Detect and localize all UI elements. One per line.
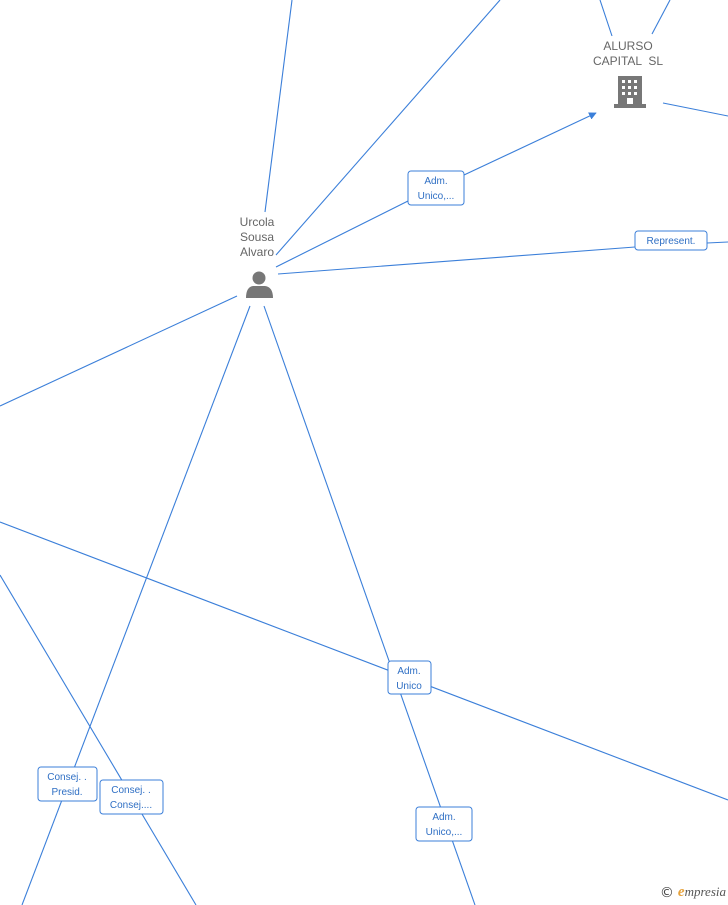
edge-label-text: Presid. xyxy=(51,787,82,798)
person-node[interactable]: Urcola Sousa Alvaro xyxy=(240,215,275,298)
edge-label-consej-presid[interactable]: Consej. . Presid. xyxy=(37,766,98,802)
edge-label-text: Represent. xyxy=(647,236,696,247)
brand-logo-initial: e xyxy=(677,884,685,900)
edge-line xyxy=(264,0,293,213)
edge-label-consej-consej[interactable]: Consej. . Consej.... xyxy=(99,779,164,815)
edge-line xyxy=(706,241,728,244)
edge-label-text: Adm. xyxy=(424,176,447,187)
edge-line-arrow xyxy=(463,112,597,176)
edge-label-text: Consej. . xyxy=(111,785,150,796)
person-icon xyxy=(246,271,273,298)
edge-label-text: Adm. xyxy=(432,812,455,823)
edge-line xyxy=(651,0,671,35)
edge-label-text: Consej. . xyxy=(47,772,86,783)
edge-label-text: Adm. xyxy=(397,666,420,677)
node-label-line: CAPITAL SL xyxy=(593,54,663,68)
edge-line xyxy=(263,305,476,905)
edge-line xyxy=(275,0,501,256)
edge-line xyxy=(0,295,238,407)
edge-line xyxy=(0,574,197,905)
edge-line xyxy=(0,521,728,801)
node-label-line: Sousa xyxy=(240,230,274,244)
edge-label-text: Unico,... xyxy=(418,191,455,202)
node-label-line: Urcola xyxy=(240,215,275,229)
edge-line xyxy=(21,305,251,905)
edge-line xyxy=(599,0,613,37)
edge-line xyxy=(275,200,409,268)
edge-label-represent[interactable]: Represent. xyxy=(634,230,708,251)
brand-logo-text: mpresia xyxy=(684,884,726,899)
edge-label-adm-unico-3[interactable]: Adm. Unico,... xyxy=(415,806,473,842)
node-label-line: ALURSO xyxy=(603,39,652,53)
edge-label-text: Unico xyxy=(396,681,422,692)
edge-label-text: Unico,... xyxy=(426,827,463,838)
edge-label-adm-unico-1[interactable]: Adm. Unico,... xyxy=(407,170,465,206)
edge-label-adm-unico-2[interactable]: Adm. Unico xyxy=(387,660,432,695)
building-icon xyxy=(614,76,646,108)
edge-line xyxy=(662,102,728,117)
node-label-line: Alvaro xyxy=(240,245,274,259)
brand-watermark: © empresia xyxy=(660,884,726,901)
edge-label-text: Consej.... xyxy=(110,800,152,811)
edge-line xyxy=(277,246,636,275)
copyright-icon: © xyxy=(659,884,674,901)
company-node[interactable]: ALURSO CAPITAL SL xyxy=(593,39,663,108)
